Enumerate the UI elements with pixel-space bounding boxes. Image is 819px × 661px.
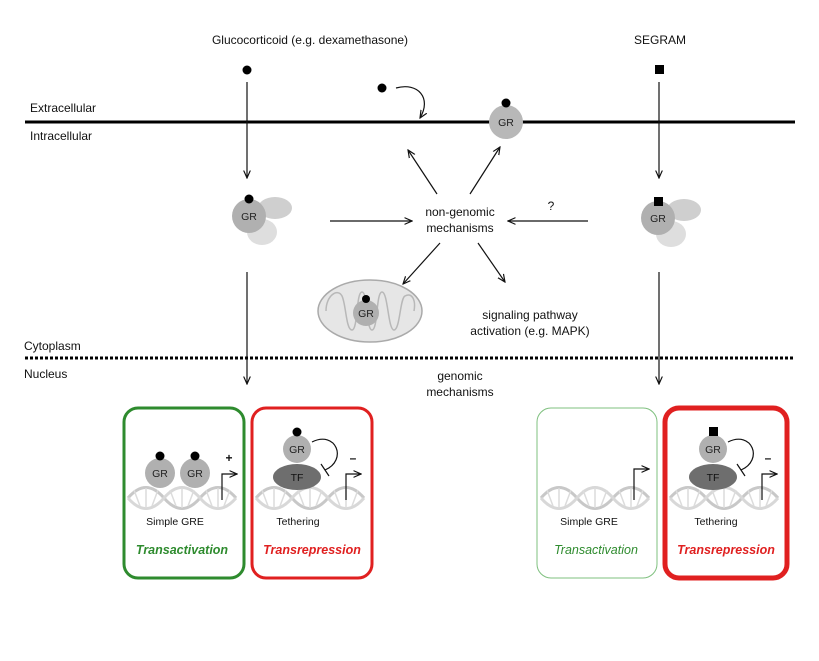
glucocorticoid-label: Glucocorticoid (e.g. dexamethasone) — [212, 33, 408, 47]
box-gc-transactivation: GR GR + Simple GRE Transactivation — [122, 406, 246, 580]
nucleus-label: Nucleus — [24, 367, 67, 381]
segram-label: SEGRAM — [634, 33, 686, 47]
svg-text:Transrepression: Transrepression — [263, 543, 361, 557]
svg-text:GR: GR — [498, 117, 514, 129]
question-mark: ? — [548, 199, 555, 213]
genomic-label-line1: genomic — [437, 369, 482, 383]
arrow-to-extracellular — [408, 150, 438, 195]
svg-text:Simple GRE: Simple GRE — [560, 516, 618, 528]
arrow-to-membrane-gr — [469, 147, 500, 195]
signaling-label-line2: activation (e.g. MAPK) — [470, 324, 589, 338]
nongenomic-label-line2: mechanisms — [426, 221, 493, 235]
box-segram-transrepression: TF GR – Tethering Transrepression — [662, 405, 790, 581]
cytoplasm-label: Cytoplasm — [24, 339, 81, 353]
svg-text:+: + — [225, 451, 232, 465]
svg-text:Simple GRE: Simple GRE — [146, 516, 204, 528]
svg-text:Tethering: Tethering — [694, 516, 737, 528]
extracellular-ligand-dot — [377, 83, 387, 93]
membrane-entry-arrow — [395, 86, 424, 118]
svg-text:–: – — [765, 451, 772, 465]
gr-complex-right: GR — [641, 197, 701, 247]
mitochondrion: GR — [317, 279, 423, 343]
svg-text:GR: GR — [705, 444, 721, 456]
genomic-label-line2: mechanisms — [426, 385, 493, 399]
intracellular-label: Intracellular — [30, 129, 92, 143]
extracellular-label: Extracellular — [30, 101, 96, 115]
svg-text:GR: GR — [650, 213, 666, 225]
svg-text:Transactivation: Transactivation — [136, 543, 229, 557]
box-segram-transactivation: Simple GRE Transactivation — [536, 407, 658, 579]
svg-text:–: – — [350, 451, 357, 465]
segram-ligand-square — [655, 65, 664, 74]
svg-text:Tethering: Tethering — [276, 516, 319, 528]
arrow-to-mitochondrion — [403, 242, 441, 284]
gr-complex-left: GR — [232, 194, 292, 245]
membrane-gr: GR — [489, 98, 523, 139]
svg-text:GR: GR — [358, 308, 374, 320]
svg-text:Transrepression: Transrepression — [677, 543, 775, 557]
glucocorticoid-ligand-dot — [242, 65, 252, 75]
svg-text:TF: TF — [707, 472, 720, 484]
signaling-label-line1: signaling pathway — [482, 308, 577, 322]
arrow-to-signaling — [477, 242, 505, 282]
svg-text:TF: TF — [291, 472, 304, 484]
svg-text:GR: GR — [152, 468, 168, 480]
box-gc-transrepression: TF GR – Tethering Transrepression — [250, 406, 374, 580]
svg-text:GR: GR — [187, 468, 203, 480]
svg-text:GR: GR — [289, 444, 305, 456]
nongenomic-label-line1: non-genomic — [425, 205, 494, 219]
svg-text:GR: GR — [241, 211, 257, 223]
svg-text:Transactivation: Transactivation — [554, 543, 638, 557]
